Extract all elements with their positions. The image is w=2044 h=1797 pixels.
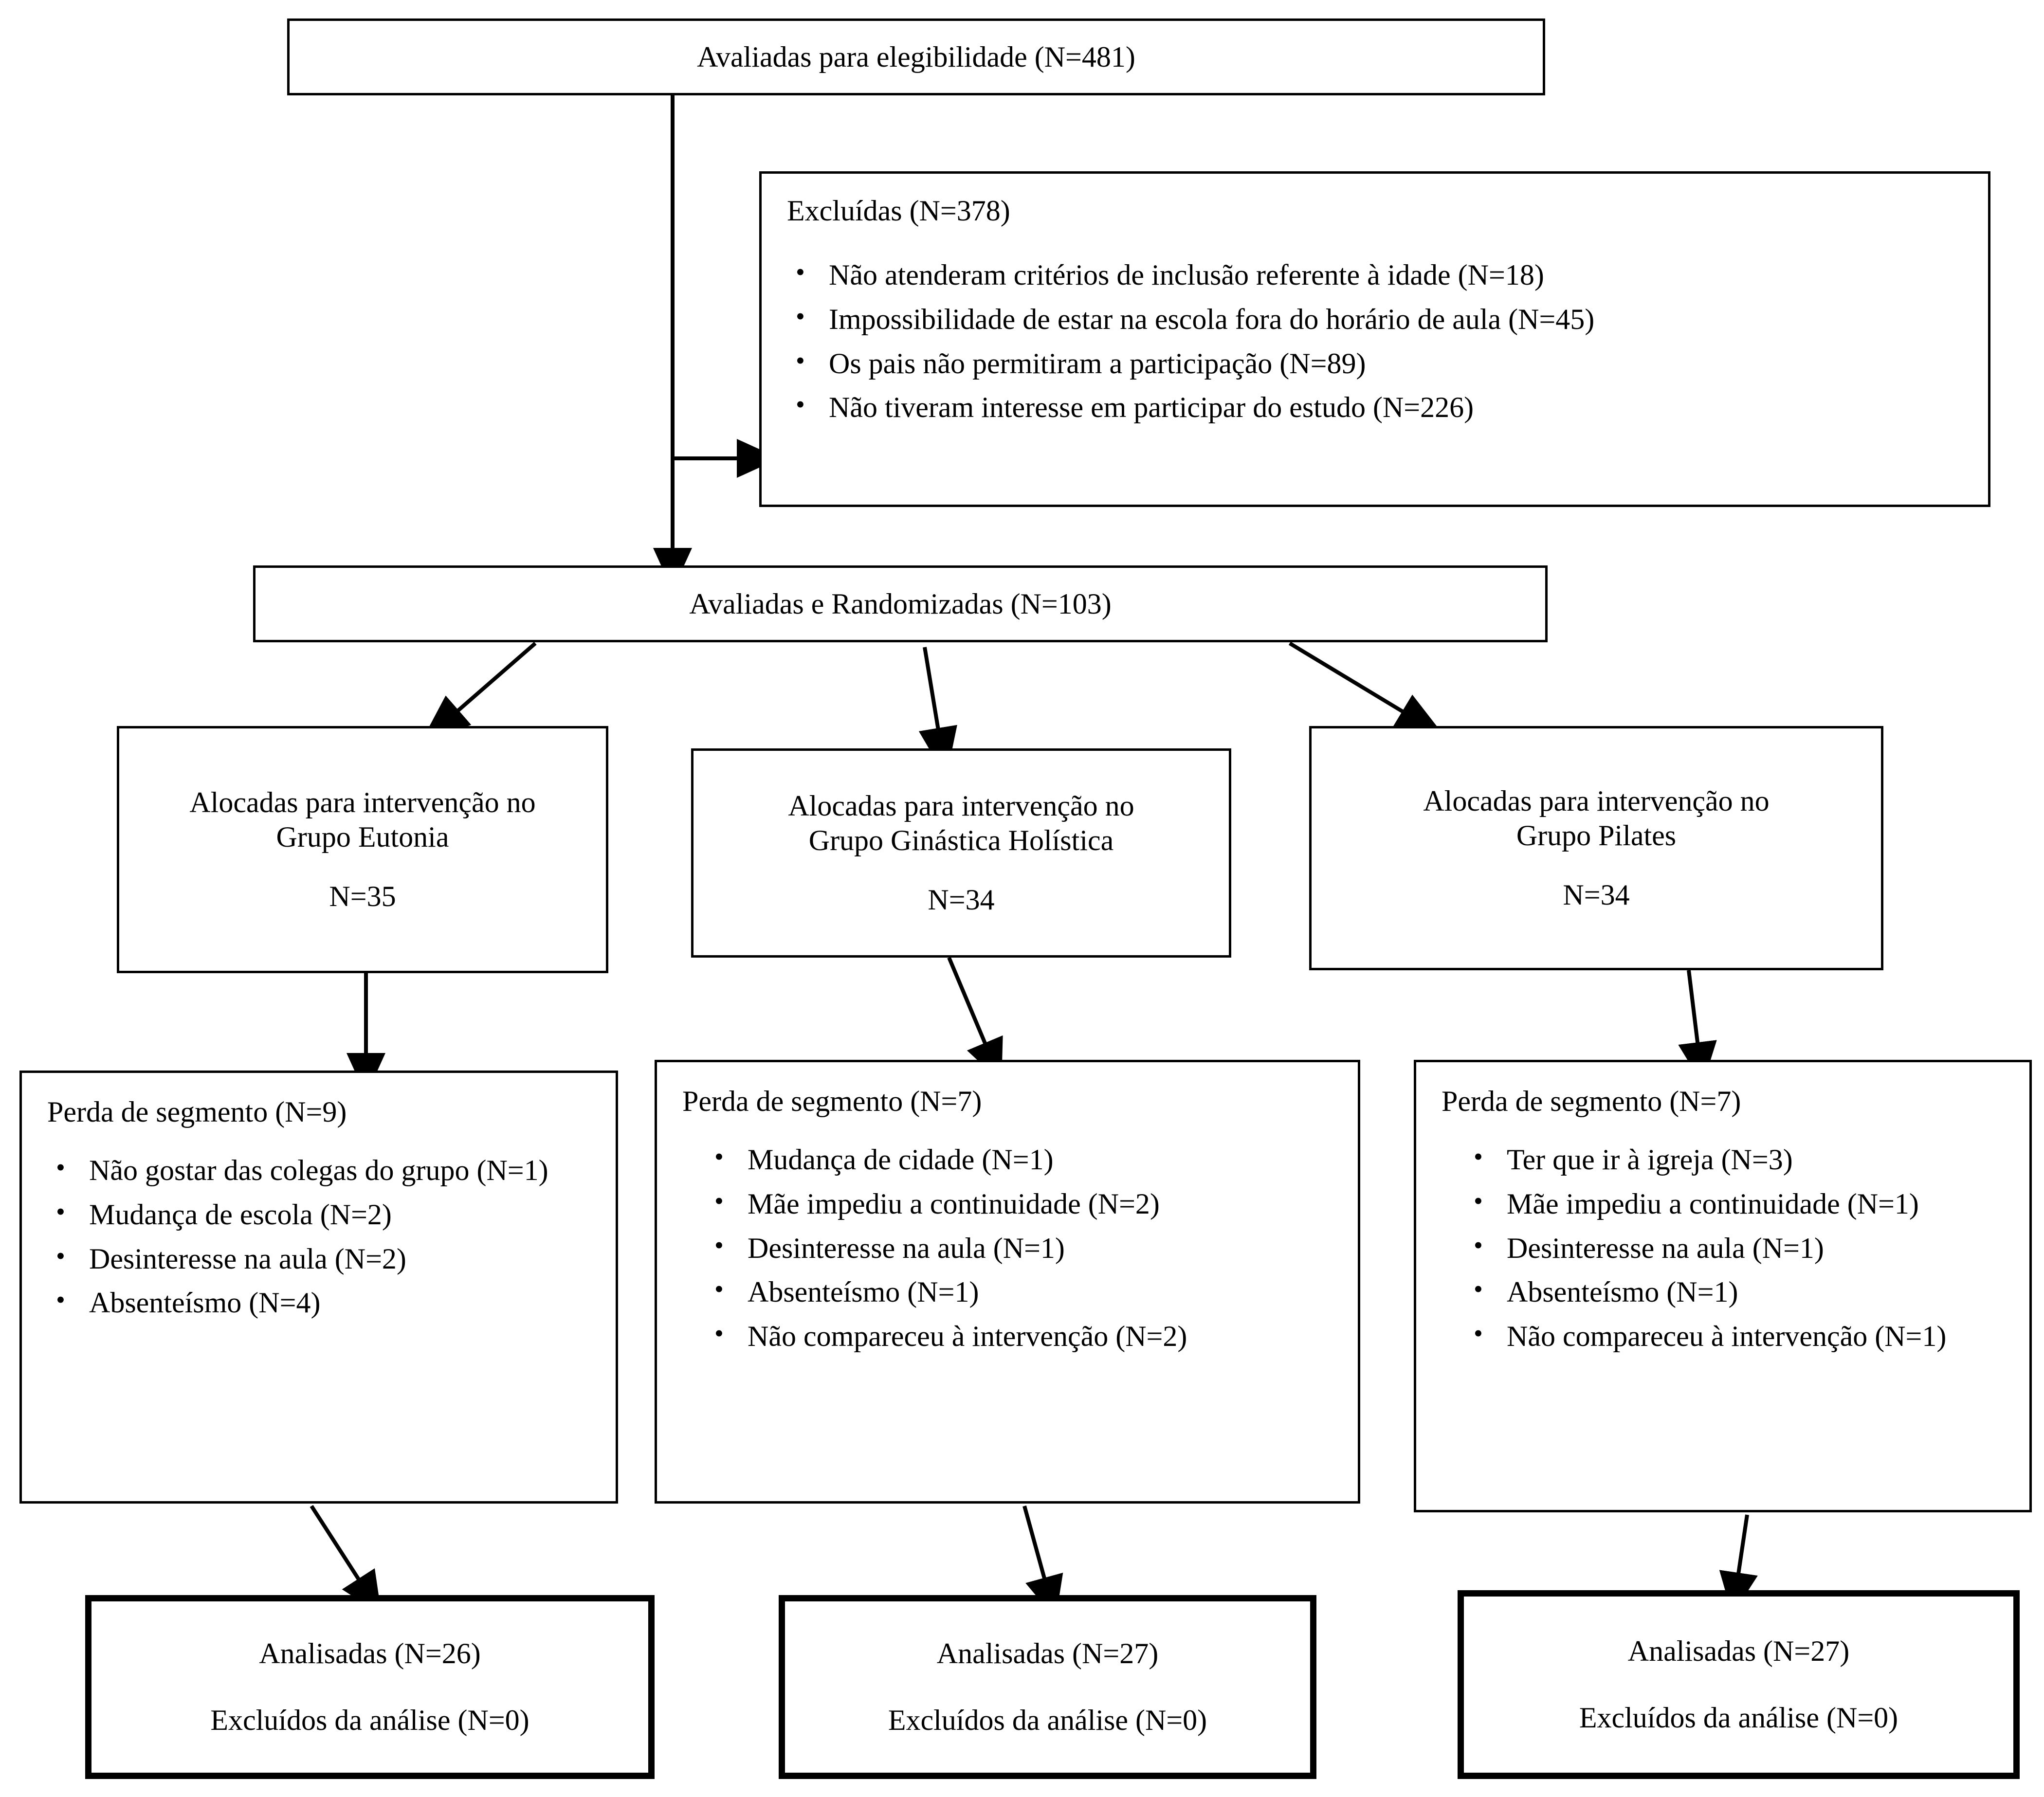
loss-reason-text: Absenteísmo (N=1): [748, 1276, 979, 1308]
list-item: Os pais não permitiram a participação (N…: [787, 344, 1963, 382]
box-analysed-pilates: Analisadas (N=27) Excluídos da análise (…: [1458, 1590, 2020, 1779]
screened-label: Avaliadas para elegibilidade (N=481): [697, 40, 1135, 73]
connector-alloc-3-to-loss-3: [1678, 970, 1717, 1085]
allocation-line-1: Alocadas para intervenção no: [189, 786, 536, 818]
list-item: Absenteísmo (N=4): [47, 1283, 590, 1322]
list-item: Mudança de cidade (N=1): [706, 1140, 1332, 1179]
loss-heading: Perda de segmento (N=9): [47, 1096, 347, 1128]
box-analysed-ginastica-holistica: Analisadas (N=27) Excluídos da análise (…: [779, 1595, 1316, 1779]
loss-reason-text: Ter que ir à igreja (N=3): [1507, 1144, 1793, 1176]
excluded-heading: Excluídas (N=378): [787, 195, 1010, 227]
analysed-label: Analisadas (N=27): [936, 1637, 1159, 1670]
allocation-line-2: Grupo Ginástica Holística: [808, 824, 1114, 856]
loss-heading: Perda de segmento (N=7): [682, 1085, 982, 1117]
list-item: Desinteresse na aula (N=2): [47, 1239, 590, 1278]
randomized-label: Avaliadas e Randomizadas (N=103): [689, 587, 1112, 620]
connector-loss-2-to-analysis-2: [1022, 1505, 1063, 1619]
loss-reason-text: Mudança de escola (N=2): [89, 1198, 392, 1231]
connector-loss-3-to-analysis-3: [1719, 1514, 1758, 1615]
loss-reason-text: Não compareceu à intervenção (N=2): [748, 1320, 1187, 1353]
list-item: Absenteísmo (N=1): [706, 1272, 1332, 1311]
analysis-excluded-label: Excluídos da análise (N=0): [888, 1704, 1207, 1736]
loss-reason-text: Absenteísmo (N=1): [1507, 1276, 1738, 1308]
list-item: Não atenderam critérios de inclusão refe…: [787, 255, 1963, 294]
analysed-label: Analisadas (N=26): [259, 1637, 481, 1670]
connector-randomized-to-alloc-3: [1288, 641, 1446, 738]
loss-reason-text: Mãe impediu a continuidade (N=2): [748, 1187, 1160, 1220]
allocation-line-1: Alocadas para intervenção no: [1423, 784, 1770, 817]
loss-reason-list: Mudança de cidade (N=1) Mãe impediu a co…: [682, 1140, 1332, 1362]
connector-randomized-to-alloc-1: [420, 641, 537, 744]
excluded-reason-text: Não atenderam critérios de inclusão refe…: [829, 259, 1544, 291]
connector-alloc-2-to-loss-2: [947, 957, 1003, 1083]
loss-reason-text: Desinteresse na aula (N=2): [89, 1242, 406, 1275]
box-analysed-eutonia: Analisadas (N=26) Excluídos da análise (…: [85, 1595, 655, 1779]
list-item: Mãe impediu a continuidade (N=1): [1465, 1184, 2004, 1223]
allocation-line-2: Grupo Pilates: [1516, 819, 1677, 852]
box-loss-ginastica-holistica: Perda de segmento (N=7) Mudança de cidad…: [655, 1060, 1360, 1504]
list-item: Não gostar das colegas do grupo (N=1): [47, 1151, 590, 1189]
list-item: Ter que ir à igreja (N=3): [1465, 1140, 2004, 1179]
loss-reason-text: Mãe impediu a continuidade (N=1): [1507, 1187, 1919, 1220]
allocation-line-1: Alocadas para intervenção no: [788, 789, 1134, 822]
box-assessed-and-randomized: Avaliadas e Randomizadas (N=103): [253, 565, 1548, 642]
analysis-excluded-label: Excluídos da análise (N=0): [210, 1704, 529, 1736]
box-loss-eutonia: Perda de segmento (N=9) Não gostar das c…: [19, 1071, 618, 1504]
loss-reason-text: Mudança de cidade (N=1): [748, 1144, 1054, 1176]
connector-loss-1-to-analysis-1: [310, 1505, 382, 1615]
list-item: Não tiveram interesse em participar do e…: [787, 388, 1963, 426]
loss-reason-text: Desinteresse na aula (N=1): [748, 1232, 1065, 1264]
allocation-count: N=34: [1563, 879, 1630, 911]
list-item: Impossibilidade de estar na escola fora …: [787, 300, 1963, 338]
list-item: Desinteresse na aula (N=1): [1465, 1229, 2004, 1267]
excluded-reason-text: Impossibilidade de estar na escola fora …: [829, 303, 1595, 335]
box-loss-pilates: Perda de segmento (N=7) Ter que ir à igr…: [1414, 1060, 2032, 1512]
allocation-count: N=34: [928, 884, 995, 916]
loss-reason-text: Não gostar das colegas do grupo (N=1): [89, 1154, 548, 1186]
list-item: Absenteísmo (N=1): [1465, 1272, 2004, 1311]
box-allocation-eutonia: Alocadas para intervenção no Grupo Euton…: [117, 726, 608, 973]
allocation-count: N=35: [329, 880, 396, 913]
list-item: Mãe impediu a continuidade (N=2): [706, 1184, 1332, 1223]
loss-reason-text: Não compareceu à intervenção (N=1): [1507, 1320, 1947, 1353]
loss-reason-text: Absenteísmo (N=4): [89, 1287, 321, 1319]
loss-reason-list: Não gostar das colegas do grupo (N=1) Mu…: [47, 1151, 590, 1328]
box-screened-for-eligibility: Avaliadas para elegibilidade (N=481): [287, 18, 1545, 95]
list-item: Desinteresse na aula (N=1): [706, 1229, 1332, 1267]
excluded-reason-text: Os pais não permitiram a participação (N…: [829, 347, 1366, 380]
loss-reason-text: Desinteresse na aula (N=1): [1507, 1232, 1824, 1264]
allocation-line-2: Grupo Eutonia: [276, 820, 449, 853]
box-excluded: Excluídas (N=378) Não atenderam critério…: [759, 171, 1990, 507]
analysed-label: Analisadas (N=27): [1627, 1635, 1850, 1668]
loss-heading: Perda de segmento (N=7): [1442, 1085, 1741, 1117]
list-item: Não compareceu à intervenção (N=2): [706, 1317, 1332, 1355]
excluded-reason-text: Não tiveram interesse em participar do e…: [829, 391, 1474, 424]
list-item: Não compareceu à intervenção (N=1): [1465, 1317, 2004, 1355]
analysis-excluded-label: Excluídos da análise (N=0): [1579, 1702, 1898, 1734]
connector-randomized-to-alloc-2: [918, 647, 957, 778]
list-item: Mudança de escola (N=2): [47, 1195, 590, 1234]
loss-reason-list: Ter que ir à igreja (N=3) Mãe impediu a …: [1442, 1140, 2004, 1362]
box-allocation-pilates: Alocadas para intervenção no Grupo Pilat…: [1309, 726, 1883, 970]
excluded-reason-list: Não atenderam critérios de inclusão refe…: [787, 255, 1963, 433]
box-allocation-ginastica-holistica: Alocadas para intervenção no Grupo Ginás…: [691, 748, 1231, 958]
